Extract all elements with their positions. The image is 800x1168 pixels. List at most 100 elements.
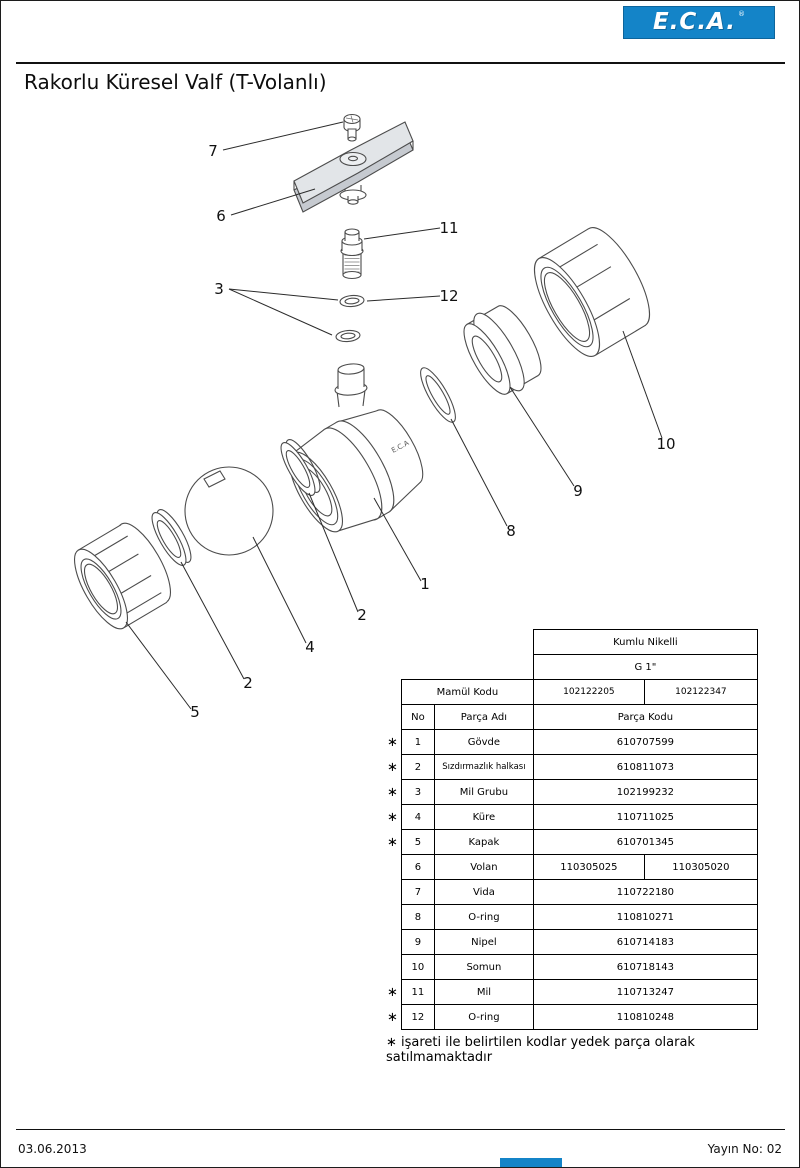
cell-code: 610811073 xyxy=(532,754,758,780)
table-row-product-line: Kumlu Nikelli xyxy=(385,629,758,655)
blank-cell xyxy=(385,930,401,955)
cell-no: 6 xyxy=(400,854,435,880)
exploded-valve-diagram: E.C.A xyxy=(74,113,676,721)
col-header-no: No xyxy=(400,704,435,730)
footer-issue-number: Yayın No: 02 xyxy=(707,1142,782,1156)
star-mark: ∗ xyxy=(387,734,398,750)
cell-name: Volan xyxy=(433,854,534,880)
table-row: ∗ 3 Mil Grubu 102199232 xyxy=(385,779,758,805)
cell-code: 110810271 xyxy=(532,904,758,930)
callout-label-4: 4 xyxy=(305,638,315,656)
screw-part xyxy=(343,113,361,142)
footnote: ∗ işareti ile belirtilen kodlar yedek pa… xyxy=(386,1035,695,1065)
callout-label-7: 7 xyxy=(208,142,218,160)
callout-label-1: 1 xyxy=(420,575,430,593)
callout-label-6: 6 xyxy=(216,207,226,225)
table-row: ∗ 5 Kapak 610701345 xyxy=(385,829,758,855)
cell-no: 7 xyxy=(400,879,435,905)
blank-cell xyxy=(385,705,401,730)
cell-name: O-ring xyxy=(433,904,534,930)
table-row: 6 Volan 110305025 110305020 xyxy=(385,854,758,880)
cell-no: 12 xyxy=(400,1004,435,1030)
cell-no: 4 xyxy=(400,804,435,830)
table-row: 7 Vida 110722180 xyxy=(385,879,758,905)
header-rule xyxy=(16,62,785,64)
footer-blue-mark xyxy=(500,1158,562,1167)
star-mark: ∗ xyxy=(387,784,398,800)
cell-code: 102199232 xyxy=(532,779,758,805)
cell-name: Küre xyxy=(433,804,534,830)
table-row: 9 Nipel 610714183 xyxy=(385,929,758,955)
callout-label-11: 11 xyxy=(439,219,458,237)
cell-name: Gövde xyxy=(433,729,534,755)
eca-logo: E.C.A. ® xyxy=(623,6,775,39)
cell-name: Nipel xyxy=(433,929,534,955)
table-row: ∗ 4 Küre 110711025 xyxy=(385,804,758,830)
cell-code: 110305025 xyxy=(532,854,645,880)
blank-cell xyxy=(385,880,401,905)
handle-part xyxy=(293,121,414,213)
callout-label-10: 10 xyxy=(656,435,675,453)
callout-label-3: 3 xyxy=(214,280,224,298)
valve-body-part: E.C.A xyxy=(289,363,424,533)
cap-nut-part xyxy=(74,522,171,630)
cell-code: 110722180 xyxy=(532,879,758,905)
cell-name: Somun xyxy=(433,954,534,980)
cell-no: 2 xyxy=(400,754,435,780)
cell-code: 610701345 xyxy=(532,829,758,855)
page-title: Rakorlu Küresel Valf (T-Volanlı) xyxy=(24,70,327,94)
cell-code: 110711025 xyxy=(532,804,758,830)
blank-cell xyxy=(385,905,401,930)
col-header-code: Parça Kodu xyxy=(532,704,758,730)
table-row: ∗ 11 Mil 110713247 xyxy=(385,979,758,1005)
union-nut-part xyxy=(533,227,651,357)
oring-part xyxy=(420,367,456,423)
mamul-code-cell: 102122347 xyxy=(643,679,758,705)
table-row: 10 Somun 610718143 xyxy=(385,954,758,980)
star-mark: ∗ xyxy=(387,759,398,775)
callout-label-2-upper: 2 xyxy=(357,606,367,624)
cell-code: 610714183 xyxy=(532,929,758,955)
cell-name: Sızdırmazlık halkası xyxy=(433,754,534,780)
cell-no: 9 xyxy=(400,929,435,955)
star-mark: ∗ xyxy=(387,834,398,850)
star-mark: ∗ xyxy=(387,1009,398,1025)
registered-mark-icon: ® xyxy=(738,10,746,18)
seal-ring-left xyxy=(151,509,192,566)
star-mark: ∗ xyxy=(387,809,398,825)
table-row: ∗ 1 Gövde 610707599 xyxy=(385,729,758,755)
callout-labels: 7 6 11 3 12 10 9 8 1 2 4 2 5 xyxy=(190,142,675,721)
table-row-size: G 1" xyxy=(385,654,758,680)
cell-code: 110810248 xyxy=(532,1004,758,1030)
size-cell: G 1" xyxy=(532,654,758,680)
ball-part xyxy=(184,466,274,556)
eca-logo-text: E.C.A. xyxy=(652,9,737,35)
blank-cell xyxy=(385,680,401,705)
cell-code: 110305020 xyxy=(643,854,758,880)
cell-name: O-ring xyxy=(433,1004,534,1030)
mamul-kodu-label-cell: Mamül Kodu xyxy=(400,679,534,705)
star-mark: ∗ xyxy=(387,984,398,1000)
callout-label-12: 12 xyxy=(439,287,458,305)
cell-code: 610718143 xyxy=(532,954,758,980)
blank-cell xyxy=(385,630,533,655)
cell-no: 5 xyxy=(400,829,435,855)
mamul-code-cell: 102122205 xyxy=(532,679,645,705)
cell-name: Vida xyxy=(433,879,534,905)
cell-name: Kapak xyxy=(433,829,534,855)
cell-name: Mil Grubu xyxy=(433,779,534,805)
stem-oring-lower xyxy=(335,329,361,343)
cell-no: 10 xyxy=(400,954,435,980)
callout-label-9: 9 xyxy=(573,482,583,500)
blank-cell xyxy=(385,855,401,880)
blank-cell xyxy=(385,955,401,980)
stem-oring-upper xyxy=(339,294,365,308)
nipple-part xyxy=(463,305,542,395)
seal-ring-right xyxy=(280,439,321,496)
table-row: ∗ 12 O-ring 110810248 xyxy=(385,1004,758,1030)
leader-lines xyxy=(125,121,663,710)
table-row: 8 O-ring 110810271 xyxy=(385,904,758,930)
table-header-row: No Parça Adı Parça Kodu xyxy=(385,704,758,730)
cell-code: 610707599 xyxy=(532,729,758,755)
